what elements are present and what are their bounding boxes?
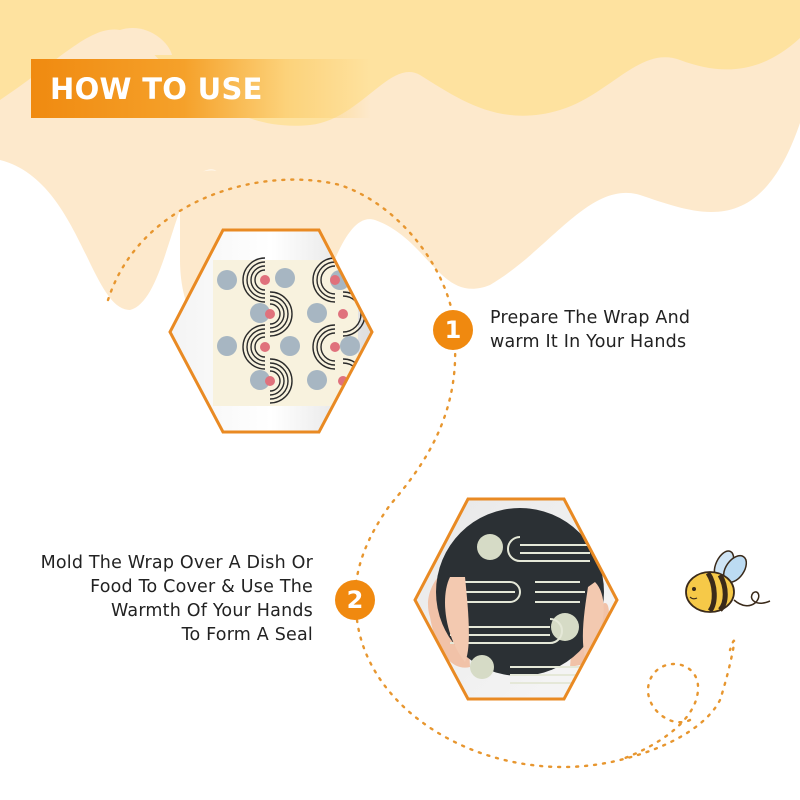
step-1-badge: 1 (433, 310, 473, 350)
step-1-image (168, 228, 374, 434)
step-1-number: 1 (444, 316, 462, 344)
step-1-line: warm It In Your Hands (490, 332, 687, 352)
step-1-description: Prepare The Wrap And warm It In Your Han… (490, 306, 690, 354)
step-2-number: 2 (346, 586, 364, 614)
bee-icon (685, 550, 771, 613)
step-2-line: Mold The Wrap Over A Dish Or (40, 553, 313, 573)
step-1-line: Prepare The Wrap And (490, 308, 691, 328)
step-2-line: Food To Cover & Use The (90, 577, 313, 597)
step-2-line: To Form A Seal (181, 625, 313, 645)
page-title: HOW TO USE (50, 71, 263, 106)
step-2-badge: 2 (335, 580, 375, 620)
step-2-line: Warmth Of Your Hands (111, 601, 313, 621)
how-to-use-banner: HOW TO USE (31, 59, 371, 118)
step-2-image (413, 497, 619, 701)
step-2-description: Mold The Wrap Over A Dish Or Food To Cov… (0, 551, 313, 647)
